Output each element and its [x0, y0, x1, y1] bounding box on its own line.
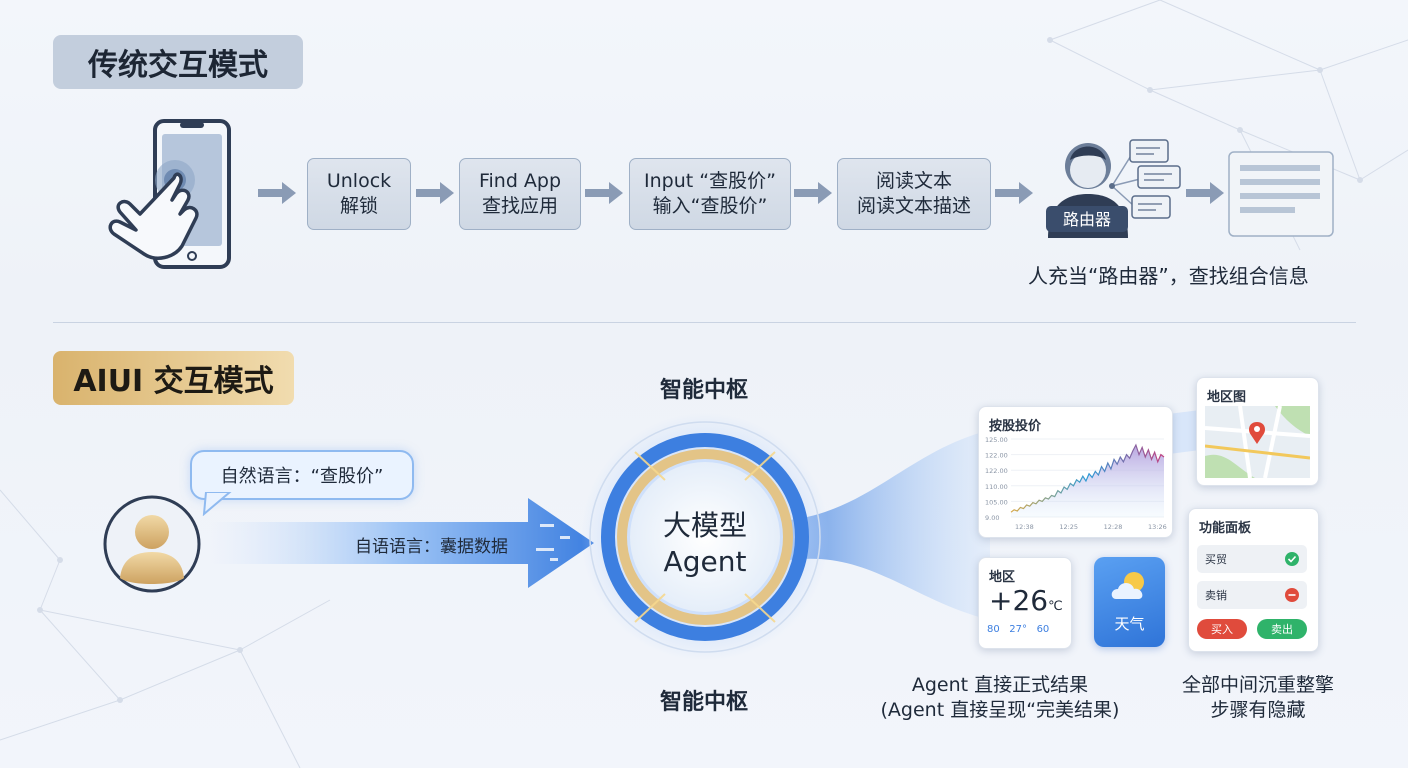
- cloud-sun-icon: [1111, 572, 1144, 599]
- traditional-caption: 人充当“路由器”，查找组合信息: [1028, 264, 1309, 288]
- minus-icon: [1285, 588, 1299, 602]
- function-panel-card[interactable]: 功能面板 买贸 卖销 买入 卖出: [1188, 508, 1319, 652]
- weather-forecast-2: 27°: [1009, 624, 1028, 635]
- hub-bottom-label: 智能中枢: [659, 690, 748, 715]
- check-icon: [1285, 552, 1299, 566]
- stock-ytick-label: 122.00: [985, 467, 1008, 475]
- weather-card-title: 地区: [989, 570, 1016, 585]
- weather-forecast: 80 27° 60: [987, 624, 1049, 635]
- weather-card[interactable]: 地区 +26℃ 80 27° 60: [978, 557, 1072, 649]
- flow-arrow-3: [585, 182, 623, 204]
- stock-xtick-label: 12:28: [1104, 523, 1123, 531]
- stock-area-chart: 125.00 122.00 122.00 110.00 105.00 9.00 12:38 1…: [985, 436, 1167, 531]
- hidden-steps-caption: 全部中间沉重整擎 步骤有隐藏: [1160, 673, 1356, 723]
- stock-ytick-label: 9.00: [985, 514, 999, 522]
- stock-ytick-label: 105.00: [985, 498, 1008, 506]
- sell-button[interactable]: 卖出: [1257, 619, 1307, 639]
- weather-tile-label: 天气: [1114, 615, 1145, 633]
- section-divider: [53, 322, 1356, 323]
- panel-row-2-label: 卖销: [1205, 589, 1227, 602]
- step-unlock: Unlock 解锁: [307, 158, 411, 230]
- stock-area: [1011, 445, 1164, 517]
- document-icon: [1228, 151, 1334, 237]
- step-find-app: Find App 查找应用: [459, 158, 581, 230]
- stock-card-title: 按股投价: [989, 419, 1042, 434]
- stock-ytick-label: 125.00: [985, 436, 1008, 444]
- stock-ytick-label: 110.00: [985, 483, 1008, 491]
- panel-row-1[interactable]: 买贸: [1197, 545, 1307, 573]
- map-card-title: 地区图: [1207, 390, 1247, 405]
- step-input: Input “查股价” 输入“查股价”: [629, 158, 791, 230]
- step-input-zh: 输入“查股价”: [652, 195, 768, 217]
- stock-xtick-label: 12:25: [1059, 523, 1078, 531]
- human-router-icon: [1046, 139, 1181, 238]
- flow-arrow-6: [1186, 182, 1224, 204]
- step-find-app-zh: 查找应用: [481, 195, 558, 217]
- panel-row-2[interactable]: 卖销: [1197, 581, 1307, 609]
- step-unlock-zh: 解锁: [339, 195, 378, 217]
- weather-temp-value: +26: [989, 584, 1049, 617]
- hidden-steps-caption-2: 步骤有隐藏: [1210, 699, 1306, 721]
- speech-bubble-text: 自然语言：“查股价”: [220, 466, 384, 487]
- aiui-mode-title: AIUI 交互模式: [53, 351, 294, 405]
- speech-bubble-tail: [202, 492, 232, 516]
- weather-forecast-3: 60: [1036, 624, 1050, 635]
- router-label: 路由器: [1062, 210, 1111, 229]
- step-read-text-line2: 阅读文本描述: [856, 195, 971, 217]
- hidden-steps-caption-1: 全部中间沉重整擎: [1181, 674, 1334, 696]
- hub-core-line1: 大模型: [662, 509, 747, 542]
- agent-hub: [581, 413, 829, 661]
- step-input-en: Input “查股价”: [644, 170, 776, 192]
- weather-temp: +26℃: [989, 584, 1063, 617]
- step-read-text-line1: 阅读文本: [875, 170, 952, 192]
- step-find-app-en: Find App: [478, 170, 562, 192]
- map-thumbnail: [1205, 406, 1310, 478]
- weather-forecast-1: 80: [987, 624, 1000, 635]
- agent-result-caption: Agent 直接正式结果 (Agent 直接呈现“完美结果): [860, 673, 1140, 723]
- stock-xtick-label: 13:26: [1148, 523, 1167, 531]
- hub-top-label: 智能中枢: [659, 378, 748, 403]
- weather-temp-unit: ℃: [1048, 599, 1063, 614]
- agent-result-caption-2: (Agent 直接呈现“完美结果): [880, 699, 1120, 721]
- flow-arrow-2: [416, 182, 454, 204]
- step-unlock-en: Unlock: [326, 170, 392, 192]
- flow-arrow-4: [794, 182, 832, 204]
- panel-card-title: 功能面板: [1199, 521, 1252, 536]
- input-flow-arrow: [210, 498, 594, 588]
- step-read-text: 阅读文本 阅读文本描述: [837, 158, 991, 230]
- map-card[interactable]: 地区图: [1196, 377, 1319, 486]
- panel-row-1-label: 买贸: [1205, 553, 1227, 566]
- input-arrow-text: 自语语言：囊据数据: [355, 537, 508, 557]
- stock-xtick-label: 12:38: [1015, 523, 1034, 531]
- hub-core-text: 大模型 Agent: [605, 508, 805, 580]
- hub-core-line2: Agent: [663, 545, 747, 578]
- flow-arrow-5: [995, 182, 1033, 204]
- stock-line: [1010, 443, 1165, 513]
- phone-tap-icon: [108, 119, 231, 269]
- traditional-mode-title: 传统交互模式: [53, 35, 303, 89]
- flow-arrow-1: [258, 182, 296, 204]
- stock-ytick-label: 122.00: [985, 452, 1008, 460]
- user-avatar-icon: [103, 495, 201, 593]
- weather-tile[interactable]: 天气: [1094, 557, 1165, 647]
- agent-result-caption-1: Agent 直接正式结果: [911, 674, 1089, 696]
- buy-button[interactable]: 买入: [1197, 619, 1247, 639]
